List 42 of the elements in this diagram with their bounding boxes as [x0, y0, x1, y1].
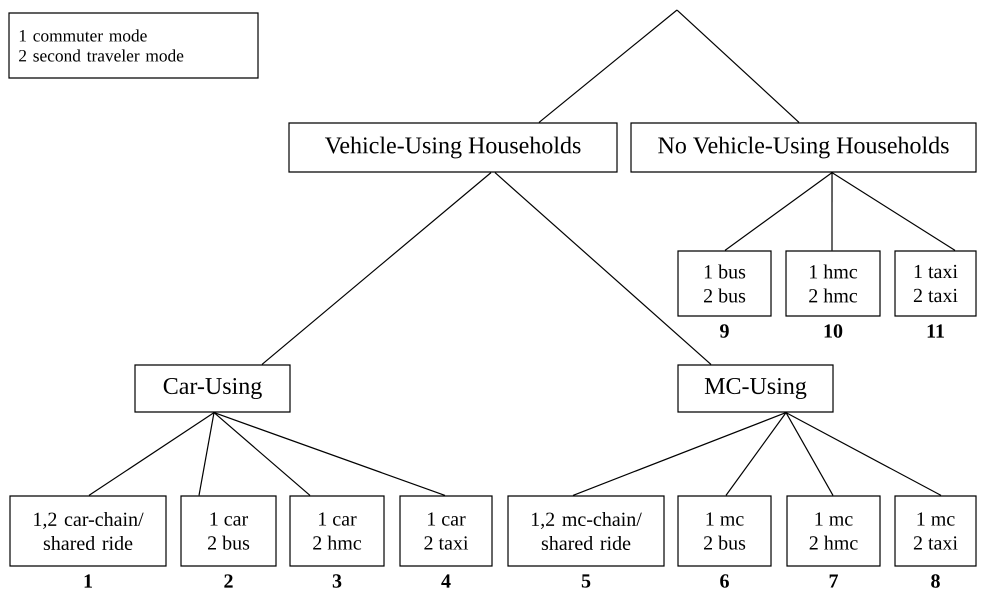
mode-box: 1 car 2 taxi	[399, 495, 493, 567]
mode-box: 1 car 2 bus	[180, 495, 277, 567]
group-box: MC-Using	[677, 364, 834, 413]
household-box: Vehicle-Using Households	[288, 122, 618, 173]
mode-box: 1 mc 2 hmc	[786, 495, 881, 567]
tree-line	[726, 412, 786, 496]
mode-box: 1,2 car-chain/ shared ride	[9, 495, 167, 567]
alternative-number: 4	[441, 574, 451, 588]
tree-line	[831, 172, 833, 250]
tree-line	[214, 412, 310, 496]
alternative-number: 6	[720, 574, 729, 588]
tree-line	[88, 412, 214, 496]
alternative-number: 7	[830, 574, 838, 588]
tree-line	[786, 412, 942, 496]
mode-box: 1 hmc 2 hmc	[785, 250, 881, 317]
tree-line	[198, 412, 215, 496]
mode-box: 1 bus 2 bus	[677, 250, 772, 317]
tree-line	[785, 412, 834, 496]
alternative-number: 3	[332, 574, 342, 588]
group-box: Car-Using	[134, 364, 291, 413]
mode-box: 1 taxi 2 taxi	[894, 250, 977, 317]
tree-line	[724, 172, 832, 251]
alternative-number: 10	[824, 324, 842, 338]
alternative-number: 1	[84, 574, 92, 588]
key-box: 1 commuter mode 2 second traveler mode	[8, 12, 259, 79]
alternative-number: 5	[582, 574, 590, 588]
alternative-number: 8	[931, 574, 940, 588]
alternative-number: 11	[928, 324, 944, 338]
mode-box: 1 mc 2 taxi	[894, 495, 977, 567]
tree-line	[676, 10, 800, 123]
mode-box: 1,2 mc-chain/ shared ride	[507, 495, 665, 567]
tree-line	[538, 10, 678, 123]
alternative-number: 2	[224, 574, 233, 588]
tree-line	[214, 412, 446, 496]
tree-line	[572, 412, 786, 496]
tree-line	[832, 172, 956, 251]
mode-box: 1 car 2 hmc	[289, 495, 385, 567]
mode-box: 1 mc 2 bus	[677, 495, 772, 567]
tree-line	[494, 172, 712, 365]
household-box: No Vehicle-Using Households	[630, 122, 977, 173]
alternative-number: 9	[720, 324, 729, 338]
tree-line	[262, 172, 492, 365]
